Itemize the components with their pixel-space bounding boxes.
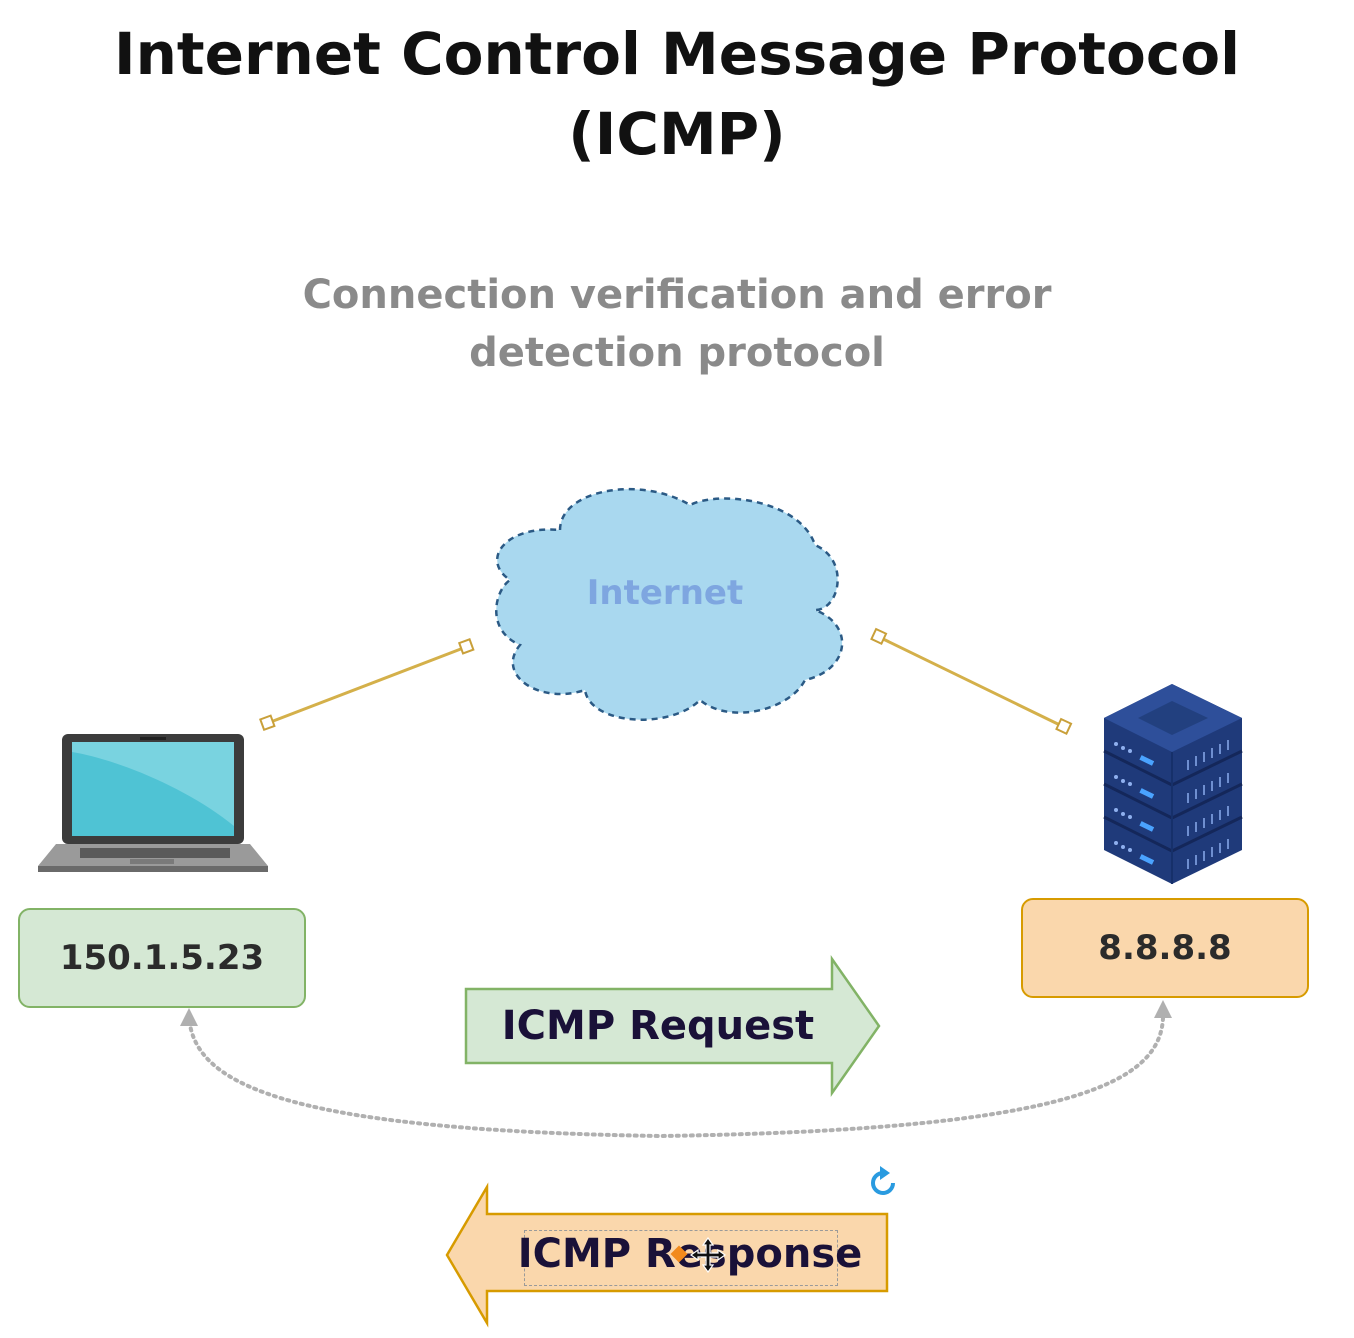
connector-internet-server[interactable] [870, 627, 1073, 735]
laptop-icon [38, 734, 268, 872]
rotate-handle-icon[interactable] [871, 1166, 895, 1195]
server-ip-box[interactable]: 8.8.8.8 [1021, 898, 1309, 998]
server-icon [1103, 684, 1243, 884]
text-selection-box[interactable] [524, 1230, 838, 1286]
connector-client-internet[interactable] [259, 638, 475, 732]
subtitle-line-2: detection protocol [469, 330, 885, 376]
internet-cloud[interactable] [495, 487, 844, 721]
icmp-response-arrow[interactable] [445, 1182, 889, 1328]
diagram-title: Internet Control Message Protocol (ICMP) [0, 14, 1354, 174]
subtitle-line-1: Connection verification and error [302, 272, 1052, 318]
icmp-response-label[interactable]: ICMP Response [517, 1231, 863, 1277]
return-path[interactable] [180, 1000, 1172, 1139]
diagram-subtitle: Connection verification and error detect… [0, 266, 1354, 382]
title-line-1: Internet Control Message Protocol [114, 20, 1240, 88]
internet-label: Internet [586, 573, 744, 613]
title-line-2: (ICMP) [568, 100, 786, 168]
client-ip-label: 150.1.5.23 [59, 938, 265, 978]
client-ip-box[interactable]: 150.1.5.23 [18, 908, 306, 1008]
server-ip-label: 8.8.8.8 [1098, 928, 1232, 968]
icmp-request-label: ICMP Request [501, 1003, 815, 1049]
icmp-request-arrow[interactable] [464, 955, 881, 1097]
